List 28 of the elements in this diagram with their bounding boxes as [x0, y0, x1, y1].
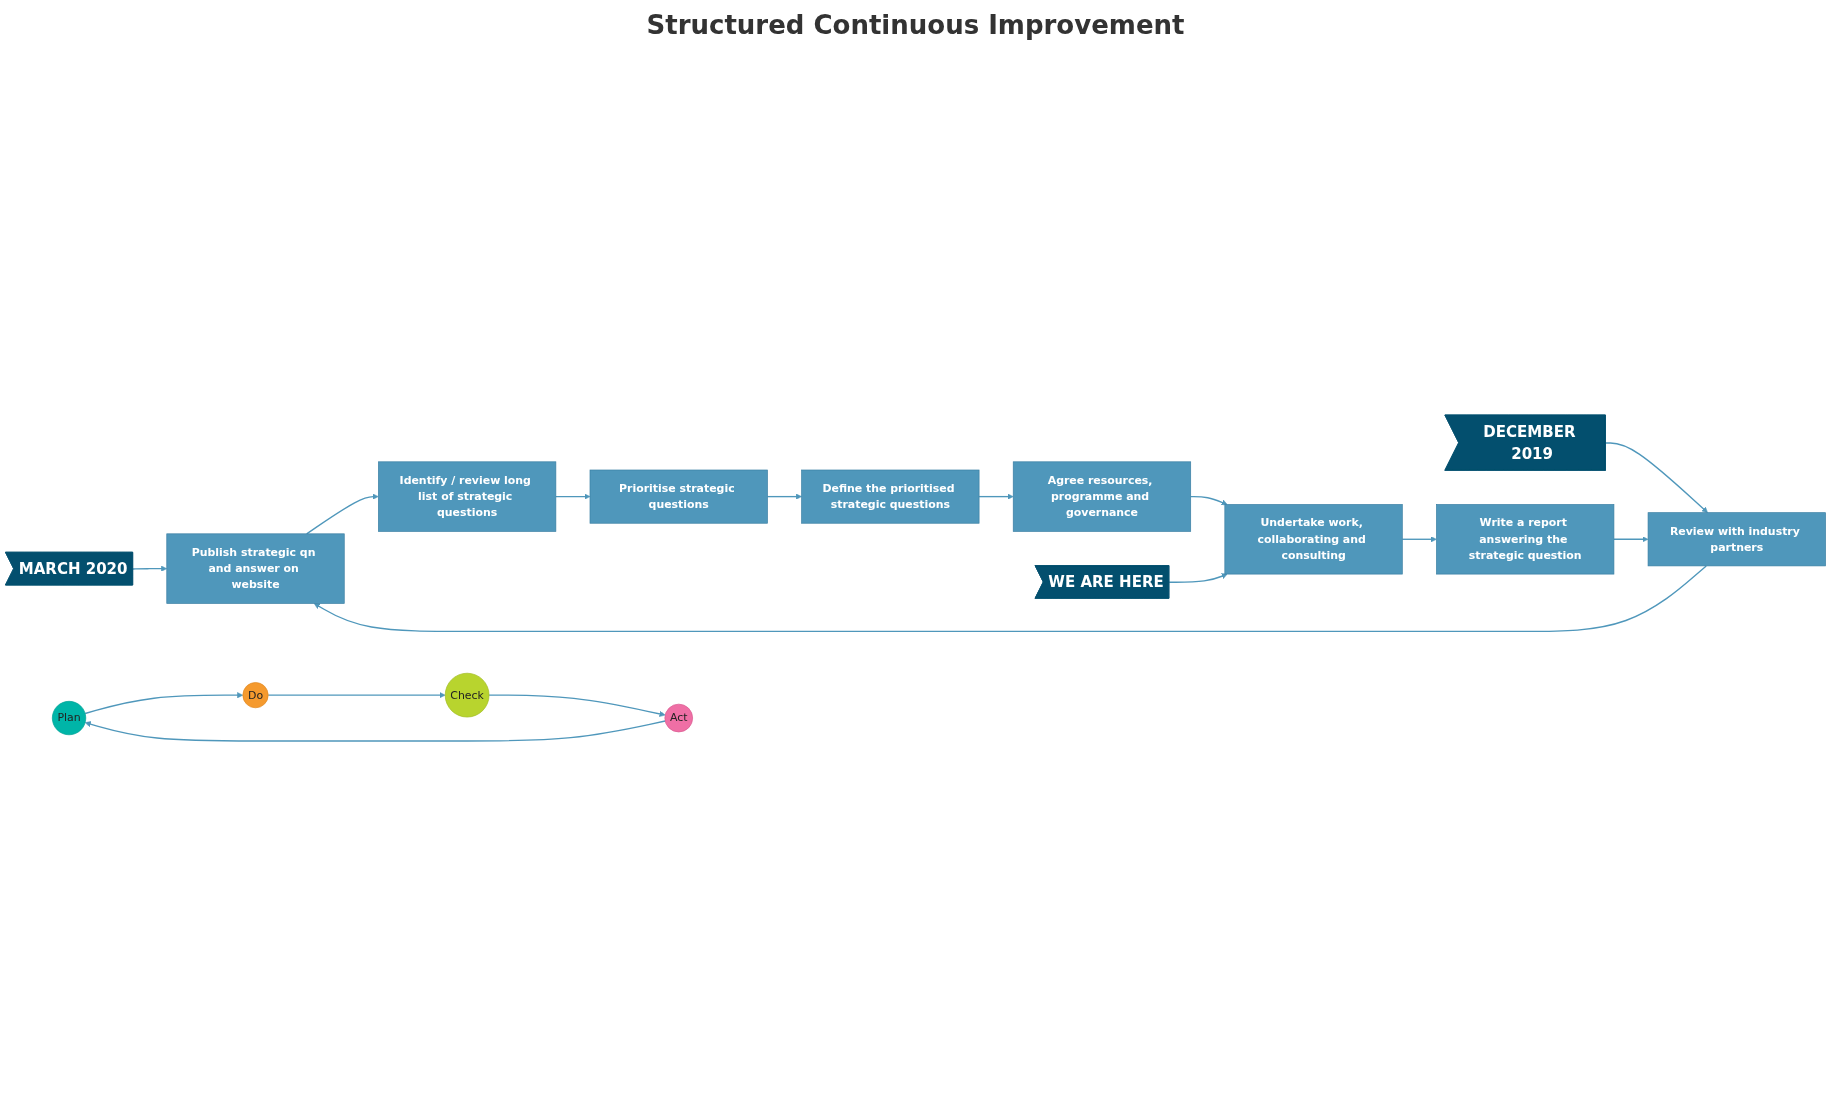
- node-box: Publish strategic qn and answer on website: [166, 533, 345, 604]
- node-box: Identify / review long list of strategic questions: [378, 461, 557, 532]
- arrow: [313, 565, 1707, 633]
- node-box: Prioritise strategic questions: [589, 469, 768, 524]
- arrow: [267, 692, 446, 699]
- node-circle: Act: [664, 703, 693, 733]
- arrow: [1613, 536, 1649, 543]
- arrow: [1401, 536, 1437, 543]
- arrow: [488, 694, 666, 717]
- node-box: Write a report answering the strategic question: [1436, 504, 1615, 575]
- arrow: [1168, 573, 1228, 583]
- arrow: [555, 493, 591, 500]
- arrow: [84, 692, 244, 715]
- arrow: [84, 720, 666, 742]
- arrow: [766, 493, 802, 500]
- arrow: [305, 493, 379, 535]
- arrow: [132, 565, 168, 572]
- node-box: Agree resources, programme and governance: [1012, 461, 1192, 532]
- arrow: [1190, 495, 1228, 506]
- arrow: [1605, 442, 1708, 513]
- center-caption: Structured Continuous Improvement: [646, 10, 1185, 40]
- node-circle: Plan: [51, 700, 87, 736]
- arrow: [978, 493, 1014, 500]
- node-circle: Do: [242, 682, 269, 709]
- node-circle: Check: [444, 672, 490, 718]
- node-box: Define the prioritised strategic questions: [801, 469, 980, 524]
- node-box: Review with industry partners: [1647, 512, 1826, 567]
- node-box: Undertake work, collaborating and consulting: [1224, 504, 1403, 575]
